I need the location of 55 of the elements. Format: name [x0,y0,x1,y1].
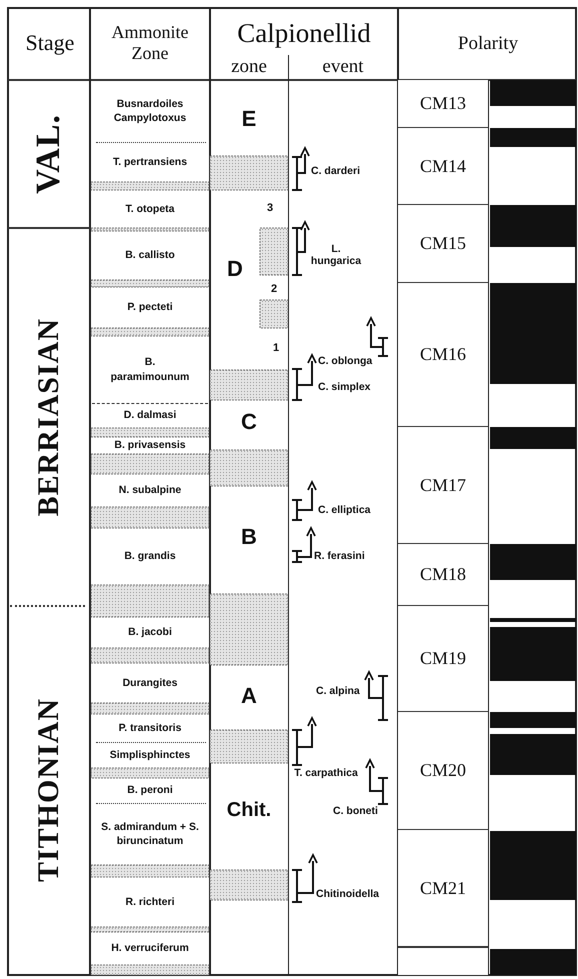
ammonite-zone-name: T. pertransiens [112,154,188,170]
ammonite-zone-name: B. privasensis [114,438,186,453]
chron-cell: CM15 [398,205,489,283]
chron-cell: CM20 [398,712,489,830]
event-label: C. boneti [333,806,378,818]
subzone-number: 2 [271,284,278,295]
ammonite-zone-name: H. verruciferum [111,941,189,956]
stage-name: VAL. [30,114,68,194]
ammonite-zone-name: B. callisto [125,248,175,263]
chron-cell: CM13 [398,80,489,128]
chron-cell: CM21 [398,830,489,947]
ammonite-zone-name: B. peroni [127,783,173,798]
ammonite-zone-name: B. jacobi [128,625,172,640]
ammonite-zone-name: B. grandis [124,549,176,564]
column-subheading: event [321,57,365,76]
event-label: C. oblonga [318,356,372,368]
calpionellid-zone-name: A [241,685,257,707]
stage-name: BERRIASIAN [32,318,66,516]
event-label: L. hungarica [310,244,362,268]
ammonite-zone-name: B. paramimounum [110,355,190,384]
column-heading: Polarity [456,34,520,53]
calpionellid-zone-name: D [227,258,243,280]
column-subheading: zone [230,57,268,76]
ammonite-zone-name: Busnardoiles Campylotoxus [112,96,188,126]
ammonite-zone-name: Durangites [122,676,178,690]
event-label: C. simplex [318,382,371,394]
chron-cell: CM14 [398,128,489,205]
column-heading: Stage [24,32,76,54]
event-label: Chitinoidella [316,889,379,901]
calpionellid-zone-name: B [241,526,257,548]
subzone-number: 3 [267,203,274,214]
subzone-number: 1 [273,343,280,354]
chron-cell: CM18 [398,544,489,606]
event-label: C. elliptica [318,505,371,517]
ammonite-zone-name: Simplisphinctes [110,748,190,762]
ammonite-zone-name: S. admirandum + S. biruncinatum [100,820,200,848]
ammonite-zone-name: N. subalpine [118,483,182,498]
chron-cell: CM19 [398,606,489,712]
ammonite-zone-name: P. pecteti [127,300,173,315]
event-label: R. ferasini [314,551,365,563]
ammonite-zone-name: P. transitoris [118,720,182,736]
chron-cell: CM17 [398,427,489,544]
calpionellid-zone-name: Chit. [226,800,272,820]
calpionellid-zone-name: C [241,411,257,433]
chron-cell: CM16 [398,283,489,427]
column-heading: Calpionellid [236,20,372,47]
ammonite-zone-name: T. otopeta [126,202,174,216]
ammonite-zone-name: D. dalmasi [124,408,176,423]
event-label: C. alpina [316,686,360,698]
calpionellid-zone-name: E [242,108,256,130]
stage-name: TITHONIAN [32,698,66,883]
event-label: T. carpathica [293,768,359,780]
column-heading: Ammonite Zone [110,22,190,64]
event-label: C. darderi [311,166,360,178]
ammonite-zone-name: R. richteri [125,894,174,910]
